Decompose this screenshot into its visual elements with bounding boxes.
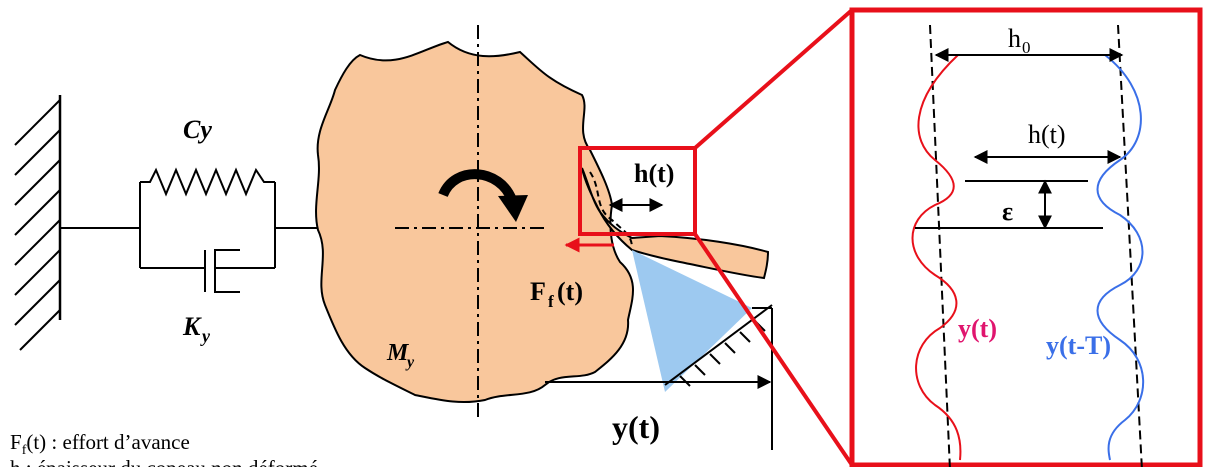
curve-y-t-minus-t: [1096, 54, 1145, 461]
h-t-zoom-label: h(t): [1028, 120, 1066, 149]
center-lines: [395, 25, 545, 420]
mass-label-sub: y: [405, 354, 415, 371]
legend-feed-force-main: F: [10, 430, 22, 454]
zoom-source-box: [578, 146, 697, 236]
chip-thickness-label: h(t): [634, 159, 674, 188]
spring-label-main: K: [182, 312, 202, 341]
h0-label-main: h: [1008, 24, 1021, 53]
legend-chip-thickness: h : épaisseur du copeau non déformé: [10, 456, 318, 467]
curve-y-t: [911, 54, 962, 461]
mass-label-main: M: [386, 340, 410, 366]
feed-force-label-main: F: [530, 277, 546, 306]
feed-force-label-sub: f: [548, 292, 554, 311]
rotation-arrow-head: [498, 195, 528, 222]
spring-label: K y: [182, 312, 211, 346]
feed-force-label-tail: (t): [557, 277, 583, 306]
y-t-minus-t-label: y(t-T): [1046, 331, 1111, 360]
zoom-frame: [849, 7, 1203, 467]
legend-feed-force: Ff(t) : effort d’avance: [10, 430, 190, 458]
zoom-dashed-left: [929, 24, 951, 467]
zoom-connector: [693, 8, 854, 467]
h0-label-sub: 0: [1022, 38, 1031, 57]
rotation-arrow: [438, 169, 517, 203]
chip-profile-dashed: [589, 171, 633, 249]
spring-label-sub: y: [200, 326, 211, 346]
displacement-label: y(t): [612, 409, 660, 445]
zoom-dashed-right: [1117, 24, 1143, 467]
ground-wall: [14, 95, 62, 351]
legend-feed-force-rest: (t) : effort d’avance: [26, 430, 189, 454]
epsilon-label: ε: [1002, 197, 1013, 226]
y-t-zoom-label: y(t): [958, 314, 997, 343]
damper-label: Cy: [183, 115, 212, 144]
mass-label: M y: [386, 340, 415, 371]
cutting-tool: [632, 250, 752, 392]
workpiece-mass: [315, 40, 634, 404]
feed-force-label: F f (t): [530, 277, 583, 311]
spring-damper-assembly: [60, 167, 318, 293]
chip: [581, 167, 770, 280]
h0-label: h 0: [1008, 24, 1031, 57]
zoom-panel: h 0 h(t) ε y(t) y(t-T): [849, 7, 1203, 467]
legend-feed-force-sub: f: [22, 443, 27, 458]
